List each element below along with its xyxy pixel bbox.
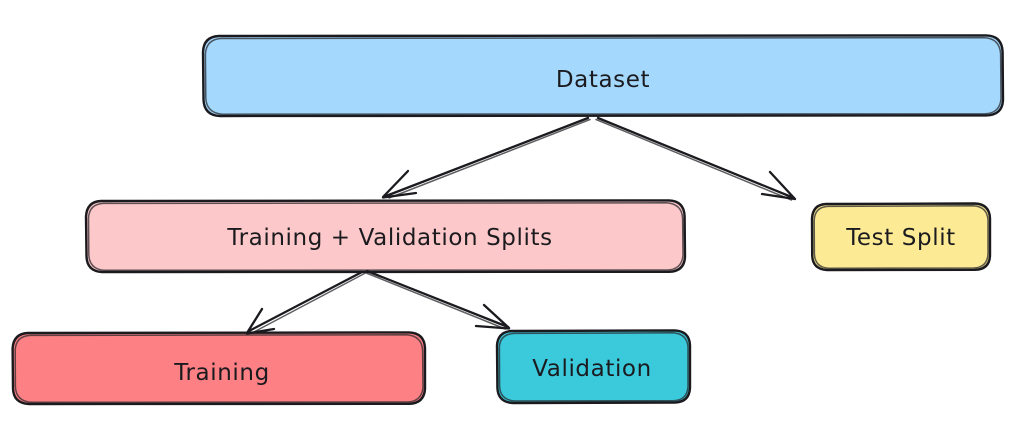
node-validation[interactable] <box>495 329 692 405</box>
node-test-split[interactable] <box>810 202 992 272</box>
edge-dataset-to-test-split-line-shadow <box>595 118 793 201</box>
edge-dataset-to-test-split-line <box>596 116 796 200</box>
edge-splits-to-training-arrowhead <box>245 307 276 335</box>
edge-splits-to-validation-line-shadow <box>364 271 507 330</box>
edge-dataset-to-splits-line <box>384 116 590 198</box>
node-test-split-shape <box>810 202 992 272</box>
edge-dataset-to-splits-line-shadow <box>388 118 591 199</box>
node-validation-sketch-overlay <box>498 332 689 402</box>
edge-splits-to-training-line <box>247 270 364 333</box>
edge-dataset-to-splits[interactable] <box>381 116 591 199</box>
edge-splits-to-validation-arrowhead <box>474 303 511 330</box>
node-test-split-sketch-overlay <box>813 205 989 269</box>
edge-splits-to-validation-line <box>365 269 510 329</box>
edge-splits-to-training[interactable] <box>245 270 366 335</box>
edge-dataset-to-test-split-arrowhead <box>760 170 797 201</box>
node-training[interactable] <box>11 331 427 406</box>
node-dataset-shape <box>201 34 1005 118</box>
node-training-validation-splits[interactable] <box>84 199 687 274</box>
node-validation-shape <box>495 329 692 405</box>
edge-splits-to-training-line-shadow <box>251 272 366 334</box>
node-dataset-sketch-overlay <box>204 36 1002 115</box>
node-training-shape <box>11 331 427 406</box>
edge-splits-to-validation[interactable] <box>364 269 511 330</box>
node-training-validation-splits-sketch-overlay <box>87 202 684 272</box>
node-dataset[interactable] <box>201 34 1005 118</box>
node-training-validation-splits-shape <box>84 199 687 274</box>
edge-dataset-to-test-split[interactable] <box>595 116 797 201</box>
node-training-sketch-overlay <box>14 334 424 404</box>
edge-dataset-to-splits-arrowhead <box>381 169 418 199</box>
